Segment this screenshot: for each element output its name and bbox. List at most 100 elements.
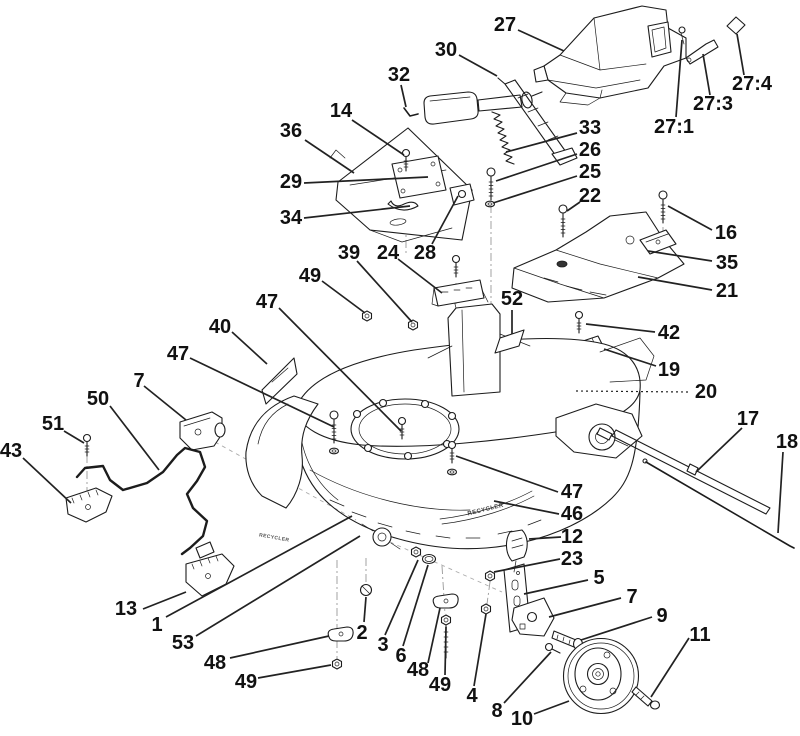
part-pivot-bracket-28 [449,183,475,206]
part-screw-51 [82,433,92,457]
leader-line-17 [695,427,743,473]
leader-line-53 [195,535,361,637]
callout-26: 26 [579,139,601,161]
part-rod-18 [642,458,795,549]
leader-line-51 [63,430,85,444]
leader-line-8 [503,651,552,704]
callout-40: 40 [209,316,231,338]
leader-line-47 [278,307,402,432]
callout-34: 34 [280,207,303,229]
leader-line-24 [397,258,443,294]
part-wheel-10 [562,637,640,715]
leader-line-19 [603,348,657,367]
part-lever-43 [65,487,113,523]
leader-line-6 [402,564,429,647]
callout-27:4: 27:4 [732,73,773,95]
callout-20: 20 [695,381,717,403]
callout-48: 48 [407,659,429,681]
part-chute-screw-27-1 [678,26,686,45]
leader-line-26 [495,153,578,182]
callout-13: 13 [115,598,137,620]
callout-47: 47 [167,343,189,365]
part-bolt-22 [558,204,568,238]
leader-line-50 [109,405,160,471]
leader-line-22 [566,201,581,212]
callout-25: 25 [579,161,601,183]
callout-10: 10 [511,708,533,730]
part-bolt-47-right [446,440,458,476]
leader-line-21 [637,276,713,291]
part-bolt-42 [574,310,584,334]
leader-line-49 [444,626,447,676]
leader-line-7 [143,385,187,421]
leader-line-32 [400,84,407,108]
leader-line-47 [455,455,559,493]
part-bracket-7-left [179,411,226,451]
leader-line-23 [493,558,561,573]
part-cable-hook-32 [403,107,419,117]
part-bolt-11 [631,686,661,710]
part-nut-23 [484,570,496,582]
leader-line-16 [667,205,713,231]
part-bail-handle-30 [423,91,543,125]
callout-24: 24 [377,242,400,264]
part-oring-6 [421,553,437,565]
callout-19: 19 [658,359,680,381]
callout-3: 3 [377,634,388,656]
part-washer-2 [359,583,373,597]
part-rear-cover-21 [511,211,685,303]
callout-49: 49 [299,265,321,287]
callout-39: 39 [338,242,360,264]
callout-32: 32 [388,64,410,86]
callout-33: 33 [579,117,601,139]
part-decal-46 [439,490,535,525]
callout-52: 52 [501,288,523,310]
callout-7: 7 [626,586,637,608]
callout-29: 29 [280,171,302,193]
part-nut-49-left [331,658,343,670]
leader-line-27 [517,29,565,52]
part-bolt-26 [486,167,496,201]
leader-line-1 [165,515,353,618]
callout-2: 2 [356,622,367,644]
leader-line-28 [431,195,459,245]
leader-line-9 [580,616,653,641]
leader-line-2 [363,596,367,623]
leader-line-7 [548,597,622,618]
callout-18: 18 [776,431,798,453]
callout-23: 23 [561,548,583,570]
part-clamp-48-left [327,626,354,642]
callout-5: 5 [593,567,604,589]
leader-line-34 [303,205,411,219]
callout-49: 49 [235,671,257,693]
leader-line-27:1 [675,39,683,118]
leader-line-39 [356,260,413,323]
callout-30: 30 [435,39,457,61]
callout-50: 50 [87,388,109,410]
leader-line-12 [528,536,562,540]
part-deck-housing-1 [245,285,655,550]
leader-line-42 [585,323,656,333]
leader-line-48 [229,635,330,659]
leader-line-43 [22,457,72,504]
leader-line-13 [142,591,187,610]
callout-6: 6 [395,645,406,667]
leader-line-35 [647,250,713,262]
leader-line-36 [304,139,355,174]
callout-51: 51 [42,413,64,435]
part-bracket-24 [431,254,485,307]
callout-42: 42 [658,322,680,344]
leader-line-29 [303,176,429,184]
part-discharge-flap-12 [505,529,528,573]
callout-53: 53 [172,632,194,654]
part-bracket-35 [639,229,677,255]
callout-27:1: 27:1 [654,116,694,138]
callout-1: 1 [151,614,162,636]
leader-line-48 [427,607,441,664]
leader-line-46 [493,500,560,515]
leader-line-4 [473,613,487,687]
callout-47: 47 [561,481,583,503]
leader-line-30 [458,54,498,77]
callout-7: 7 [133,370,144,392]
part-bolt-16 [658,190,668,224]
